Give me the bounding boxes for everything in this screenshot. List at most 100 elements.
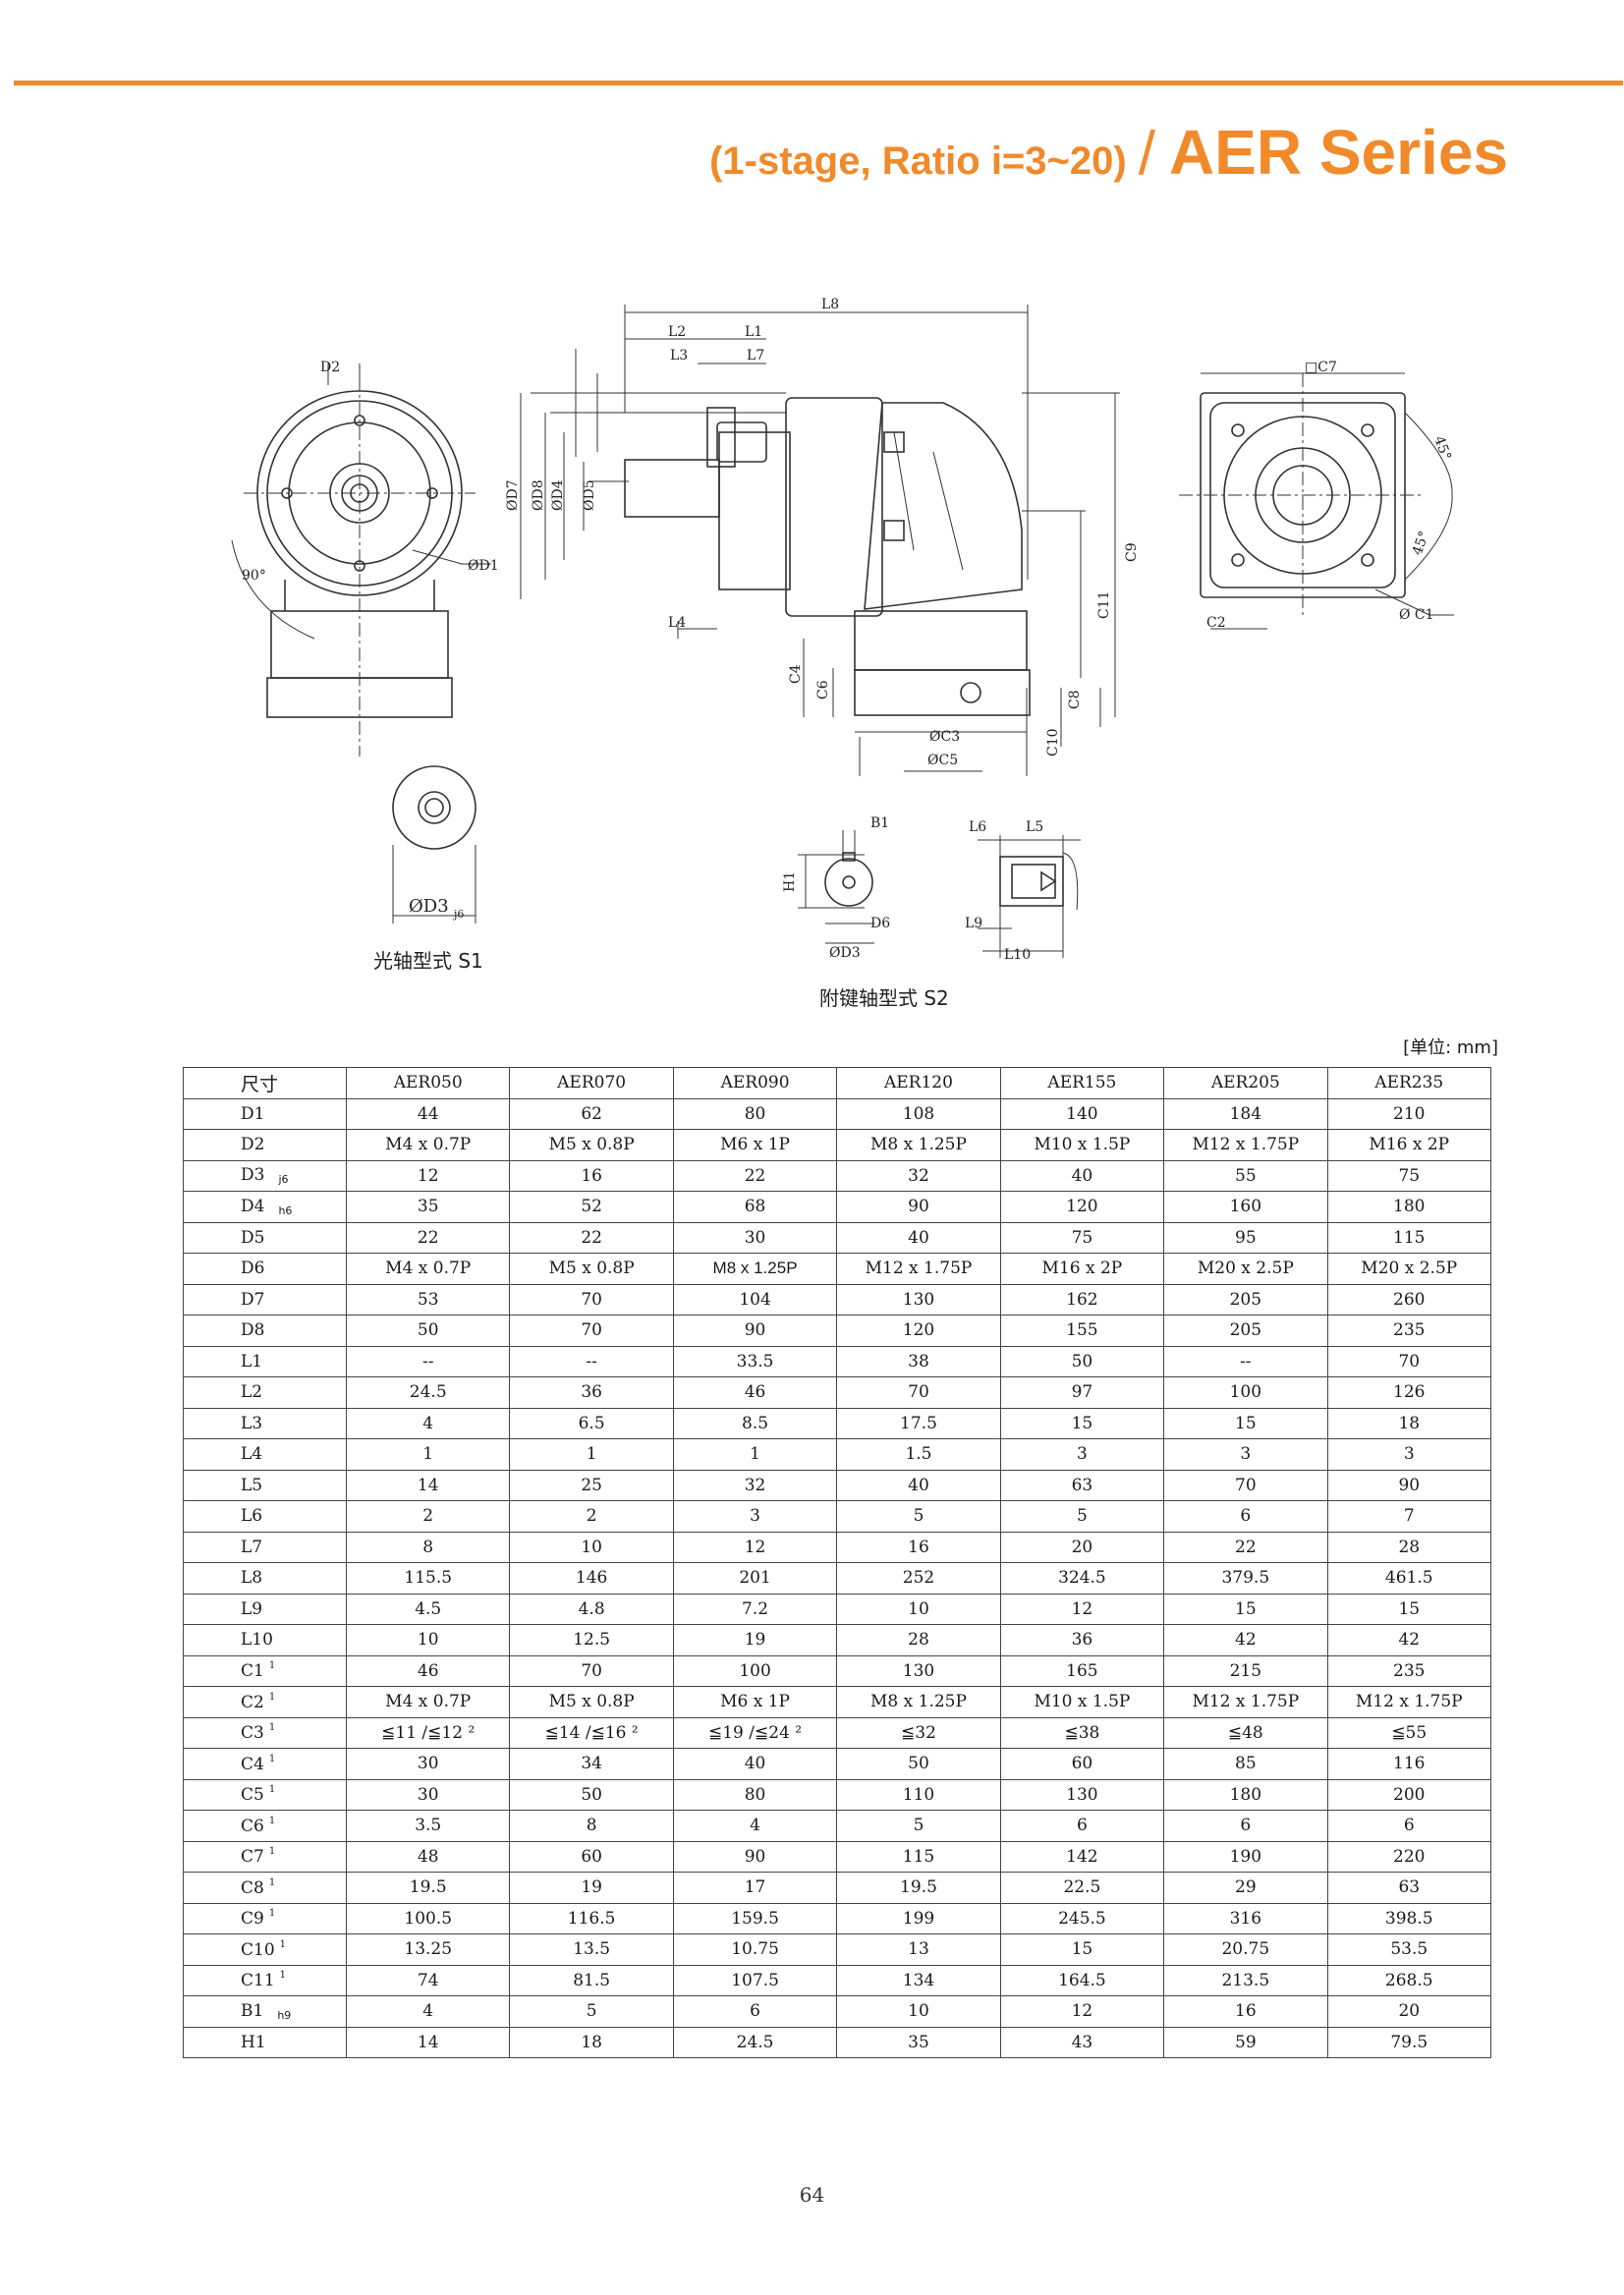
footnote-marker: 1 — [268, 1753, 276, 1764]
label-c4: C4 — [788, 664, 804, 684]
table-cell: 70 — [1326, 1345, 1492, 1377]
table-cell: 20.75 — [1163, 1933, 1328, 1966]
table-cell: 36 — [999, 1624, 1165, 1656]
label-d7: ØD7 — [505, 479, 521, 511]
table-cell: 32 — [672, 1469, 838, 1501]
table-cell: 13.25 — [345, 1933, 511, 1966]
table-cell: ≦14 /≦16 ² — [509, 1716, 674, 1749]
table-cell: 52 — [509, 1191, 674, 1223]
table-cell: 13 — [836, 1933, 1001, 1966]
s2-key-side-view — [978, 835, 1081, 958]
table-cell: 17 — [672, 1872, 838, 1904]
table-cell: 461.5 — [1326, 1562, 1492, 1595]
table-cell: 6 — [1163, 1810, 1328, 1842]
table-cell: 245.5 — [999, 1902, 1165, 1934]
table-cell: 146 — [509, 1562, 674, 1595]
table-cell: 24.5 — [345, 1376, 511, 1409]
label-c9: C9 — [1124, 542, 1140, 562]
table-cell: 35 — [345, 1191, 511, 1223]
label-c1: Ø C1 — [1399, 607, 1434, 623]
table-cell: 6.5 — [509, 1407, 674, 1439]
table-cell: 10 — [836, 1995, 1001, 2028]
row-dimension-label: D2 — [183, 1129, 347, 1161]
table-cell: 2 — [509, 1500, 674, 1533]
label-l3: L3 — [670, 348, 688, 364]
table-cell: ≦38 — [999, 1716, 1165, 1749]
footnote-marker: 1 — [268, 1815, 276, 1826]
table-cell: 74 — [345, 1964, 511, 1996]
table-cell: 5 — [509, 1995, 674, 2028]
model-header: AER070 — [509, 1067, 674, 1099]
unit-label: [单位: mm] — [1403, 1037, 1498, 1058]
table-cell: 130 — [999, 1778, 1165, 1811]
table-cell: 22.5 — [999, 1872, 1165, 1904]
row-dimension-label: C6 1 — [183, 1810, 347, 1842]
table-cell: 180 — [1326, 1191, 1492, 1223]
table-cell: 60 — [509, 1840, 674, 1873]
table-cell: 1.5 — [836, 1438, 1001, 1471]
table-cell: M10 x 1.5P — [999, 1129, 1165, 1161]
table-cell: 104 — [672, 1283, 838, 1315]
table-cell: 90 — [836, 1191, 1001, 1223]
label-c6: C6 — [815, 680, 831, 700]
dimension-name: C3 — [241, 1723, 264, 1744]
table-cell: 164.5 — [999, 1964, 1165, 1996]
table-cell: 15 — [1163, 1407, 1328, 1439]
label-d4: ØD4 — [550, 479, 566, 511]
tolerance-class: j6 — [278, 1173, 289, 1187]
table-cell: 63 — [1326, 1872, 1492, 1904]
table-cell: 7.2 — [672, 1593, 838, 1625]
table-cell: M8 x 1.25P — [672, 1253, 838, 1285]
row-dimension-label: L1 — [183, 1345, 347, 1377]
row-dimension-label: L8 — [183, 1562, 347, 1595]
table-cell: 42 — [1163, 1624, 1328, 1656]
label-c3: ØC3 — [929, 729, 960, 745]
table-cell: 15 — [999, 1407, 1165, 1439]
table-cell: M5 x 0.8P — [509, 1253, 674, 1285]
table-cell: 180 — [1163, 1778, 1328, 1811]
table-cell: 324.5 — [999, 1562, 1165, 1595]
table-cell: 28 — [836, 1624, 1001, 1656]
table-cell: 3 — [1163, 1438, 1328, 1471]
dimension-name: C10 — [241, 1939, 275, 1960]
label-l10: L10 — [1004, 947, 1031, 963]
dimension-name: L8 — [241, 1568, 263, 1589]
dimension-name: C1 — [241, 1661, 264, 1682]
table-cell: 5 — [836, 1500, 1001, 1533]
table-cell: 8.5 — [672, 1407, 838, 1439]
table-cell: 44 — [345, 1097, 511, 1130]
table-cell: 160 — [1163, 1191, 1328, 1223]
table-cell: 120 — [999, 1191, 1165, 1223]
table-cell: 68 — [672, 1191, 838, 1223]
table-corner-label: 尺寸 — [183, 1067, 347, 1099]
table-cell: 10 — [345, 1624, 511, 1656]
table-cell: -- — [345, 1345, 511, 1377]
dimension-name: D8 — [241, 1320, 265, 1341]
table-cell: 4 — [345, 1995, 511, 2028]
dimension-name: H1 — [241, 2032, 266, 2052]
table-cell: 3 — [672, 1500, 838, 1533]
table-cell: 8 — [345, 1531, 511, 1563]
table-cell: 43 — [999, 2026, 1165, 2058]
table-cell: 159.5 — [672, 1902, 838, 1934]
dimension-name: C6 — [241, 1816, 264, 1836]
table-cell: 10 — [509, 1531, 674, 1563]
label-d8: ØD8 — [531, 479, 546, 511]
table-cell: 63 — [999, 1469, 1165, 1501]
label-b1: B1 — [870, 815, 889, 831]
label-d1: ØD1 — [468, 558, 499, 574]
label-d3-s1-tolerance: j6 — [452, 908, 464, 921]
table-cell: 97 — [999, 1376, 1165, 1409]
table-cell: 18 — [509, 2026, 674, 2058]
table-cell: 40 — [836, 1221, 1001, 1254]
footnote-marker: 1 — [279, 1938, 287, 1950]
row-dimension-label: L3 — [183, 1407, 347, 1439]
dimension-name: L5 — [241, 1475, 263, 1495]
